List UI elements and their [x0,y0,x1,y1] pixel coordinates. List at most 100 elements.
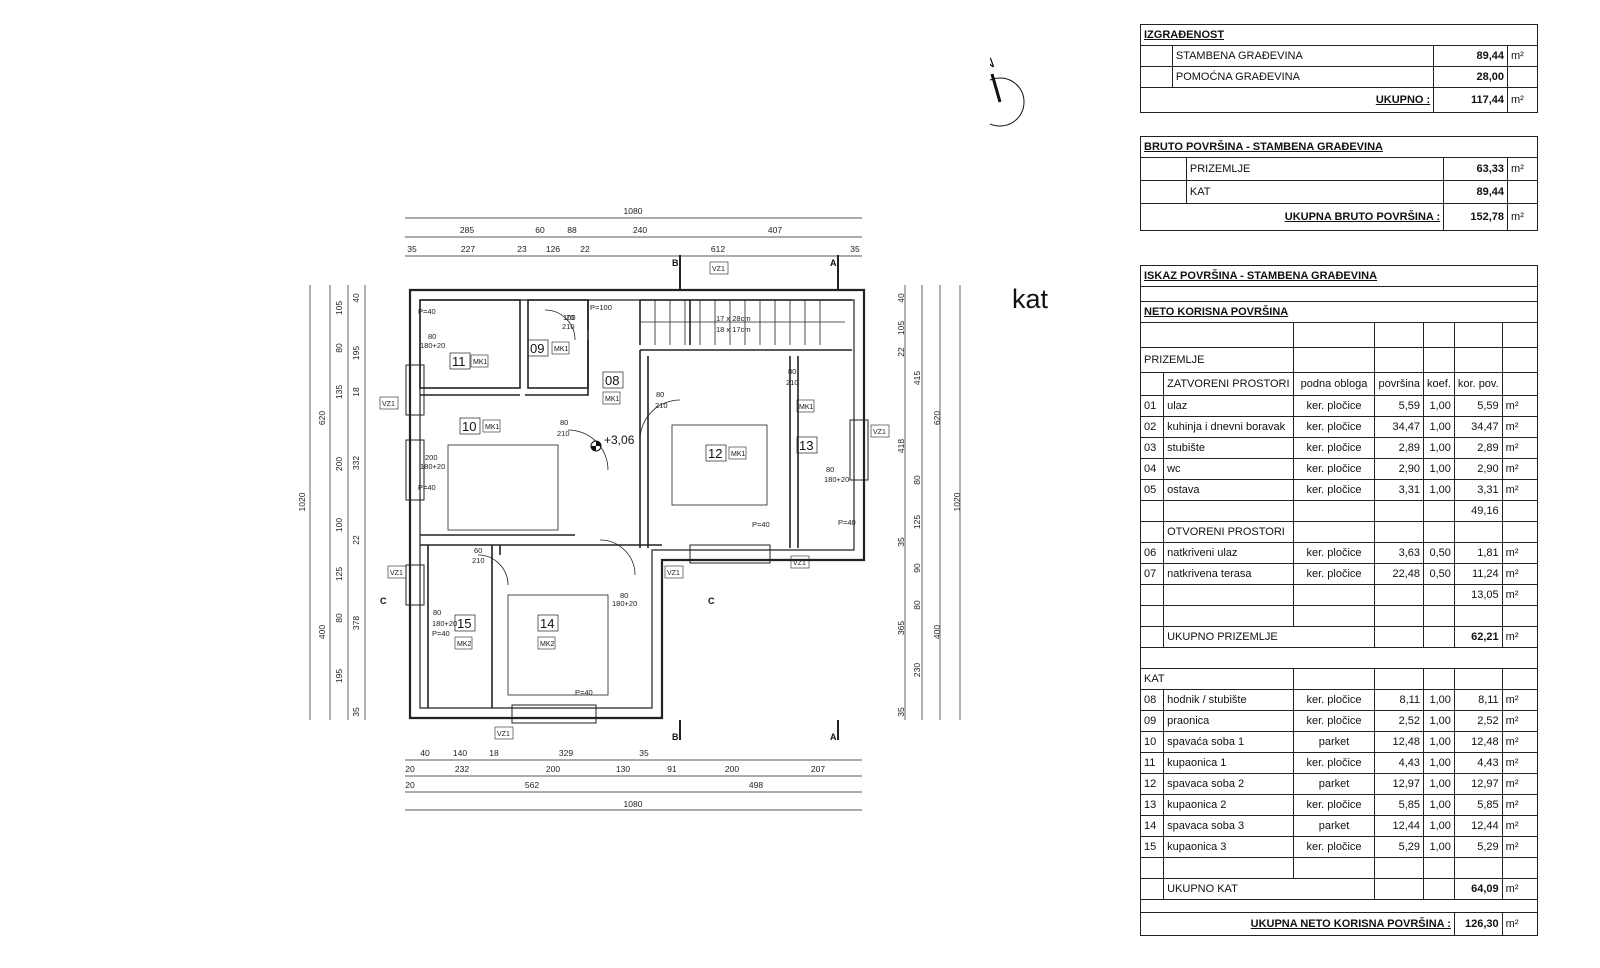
table-cell: UKUPNA BRUTO POVRŠINA : [1139,203,1445,231]
plan-label: 88 [567,225,577,235]
table-cell: 11,24 [1453,563,1503,585]
plan-label: B [672,258,679,268]
iskaz-table: ISKAZ POVRŠINA - STAMBENA GRAĐEVINA NETO… [1139,265,1539,936]
north-arrow: N [975,52,1050,137]
plan-label: 22 [896,347,906,357]
plan-label: MK1 [485,424,500,431]
table-cell: PRIZEMLJE [1185,157,1445,181]
table-cell: m² [1501,584,1539,606]
table-cell [1163,584,1294,606]
table-cell: 01 [1139,395,1165,417]
table-cell: ker. pločice [1292,563,1376,585]
door-labels: 80 180+20 100 P=100 70 210 80 210 80 210… [418,303,856,697]
plan-label: MK1 [731,451,746,458]
table-cell [1423,878,1455,900]
room-number: 11 [452,354,466,369]
table-cell: m² [1501,416,1539,438]
table-cell: 09 [1139,710,1165,732]
plan-label: 35 [407,244,417,254]
plan-label: 415 [912,371,922,385]
beds [447,424,768,696]
table-cell: 14 [1139,815,1165,837]
table-cell: ker. pločice [1292,542,1376,564]
plan-label: 80 [788,367,796,376]
section-marks [679,255,839,740]
plan-label: 240 [633,225,647,235]
table-cell: ker. pločice [1292,752,1376,774]
table-cell: 2,52 [1453,710,1503,732]
window-tags: VZ1 VZ1 VZ1 VZ1 VZ1 VZ1 VZ1 [379,261,890,740]
plan-label: P=40 [418,483,436,492]
room-number: 12 [708,446,722,461]
table-cell: 5,59 [1453,395,1503,417]
table-cell [1374,857,1425,879]
plan-label: 18 [489,748,499,758]
table-cell: ZATVORENI PROSTORI [1163,372,1294,396]
table-cell [1501,372,1539,396]
plan-label: 80 [620,591,628,600]
plan-label: +3,06 [604,433,635,447]
table-cell: 05 [1139,479,1165,501]
plan-label: 40 [420,748,430,758]
plan-label: 1020 [952,492,962,511]
table-cell: 8,11 [1453,689,1503,711]
plan-label: 60 [535,225,545,235]
plan-label: 365 [896,621,906,635]
table-cell [1501,347,1539,373]
plan-label: VZ1 [382,401,395,408]
table-cell: 10 [1139,731,1165,753]
plan-label: VZ1 [497,731,510,738]
table-cell: m² [1501,542,1539,564]
table-cell: ker. pločice [1292,794,1376,816]
plan-label: 125 [912,515,922,529]
table-row [1140,647,1538,669]
table-cell: m² [1507,45,1538,67]
table-cell: natkriveni ulaz [1163,542,1294,564]
plan-label: 498 [749,780,763,790]
table-cell: natkrivena terasa [1163,563,1294,585]
table-cell: 1,00 [1423,416,1455,438]
plan-label: VZ1 [712,266,725,273]
table-cell: 1,00 [1423,479,1455,501]
plan-label: 210 [655,401,668,410]
plan-label: P=40 [838,518,856,527]
plan-label: P=40 [432,629,450,638]
table-cell: UKUPNO PRIZEMLJE [1163,626,1376,648]
table-row: BRUTO POVRŠINA - STAMBENA GRAĐEVINA [1139,136,1538,158]
table-cell [1140,322,1294,348]
room-number: 15 [457,616,471,631]
section-letters: B A C C B A [380,258,837,742]
table-cell: 12,48 [1374,731,1425,753]
table-cell [1423,857,1455,879]
plan-label: 195 [334,669,344,683]
table-cell [1140,286,1538,302]
plan-label: C [708,596,715,606]
plan-label: MK1 [605,396,620,403]
plan-label: 230 [912,663,922,677]
table-cell: m² [1507,87,1538,113]
table-cell: 117,44 [1433,87,1509,113]
table-cell: parket [1292,773,1376,795]
table-row: PRIZEMLJE [1140,347,1539,373]
table-cell [1292,857,1376,879]
plan-label: 35 [351,707,361,717]
table-cell: 1,00 [1423,710,1455,732]
table-cell [1139,500,1165,522]
table-cell: m² [1501,458,1539,480]
plan-label: 35 [639,748,649,758]
table-cell: kupaonica 2 [1163,794,1294,816]
table-row: UKUPNO : 117,44 m² [1139,87,1538,113]
plan-label: 195 [351,346,361,360]
table-cell [1501,521,1539,543]
plan-label: A [830,258,837,268]
interior-walls [419,299,852,708]
table-cell: m² [1501,794,1539,816]
table-cell: 12,97 [1374,773,1425,795]
plan-label: 400 [317,625,327,639]
plan-label: 418 [896,439,906,453]
table-cell: NETO KORISNA POVRŠINA [1140,301,1503,323]
